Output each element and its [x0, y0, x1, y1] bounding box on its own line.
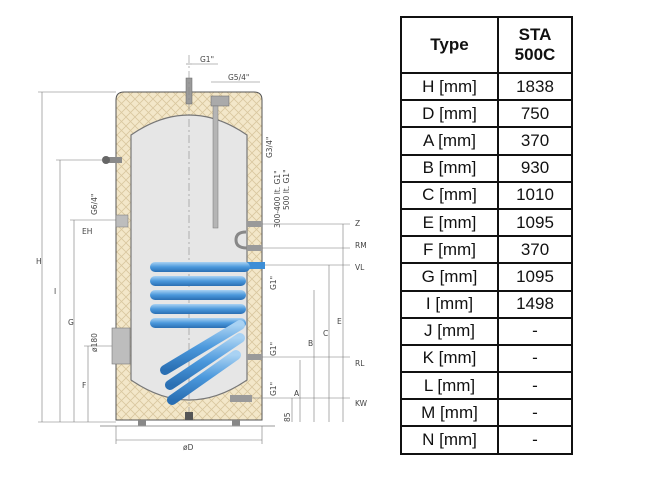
foot-right — [232, 420, 240, 426]
label-85: 85 — [283, 412, 292, 422]
label-g1-rl: G1" — [269, 342, 278, 356]
label-vl: VL — [355, 263, 365, 272]
anode-rod — [212, 105, 219, 229]
label-h: H — [36, 257, 42, 266]
row-value: 1095 — [497, 207, 573, 238]
socket-rm — [247, 245, 262, 251]
table-row: N [mm]- — [400, 425, 573, 455]
row-value: - — [497, 371, 573, 401]
label-a: A — [294, 389, 300, 398]
thermometer-knob — [102, 156, 110, 164]
table-row: A [mm]370 — [400, 126, 573, 156]
row-label: F [mm] — [400, 235, 499, 265]
row-value: - — [497, 343, 573, 374]
row-value: 930 — [497, 153, 573, 183]
top-pipe-g54 — [210, 95, 230, 107]
label-c: C — [323, 329, 328, 338]
label-e: E — [337, 317, 342, 326]
row-label: H [mm] — [400, 71, 499, 102]
table-row: E [mm]1095 — [400, 207, 573, 238]
table-row: I [mm]1498 — [400, 289, 573, 319]
heat-exchanger-coil — [150, 262, 250, 405]
header-model-line2: 500C — [514, 45, 556, 64]
table-row: F [mm]370 — [400, 235, 573, 265]
socket-z — [247, 221, 262, 227]
header-model: STA 500C — [497, 16, 573, 74]
label-od: øD — [183, 443, 194, 452]
label-eh: EH — [82, 227, 92, 236]
row-label: A [mm] — [400, 126, 499, 156]
table-row: C [mm]1010 — [400, 180, 573, 210]
row-label: E [mm] — [400, 207, 499, 238]
row-value: 1498 — [497, 289, 573, 319]
recirculation-hook — [234, 230, 248, 250]
label-g34-note: 300-400 lt. G1" — [273, 170, 282, 228]
row-label: I [mm] — [400, 289, 499, 319]
socket-kw — [230, 395, 252, 402]
table-header-row: Type STA 500C — [400, 16, 573, 74]
label-g34-note2: 500 lt. G1" — [282, 169, 291, 210]
table-row: M [mm]- — [400, 398, 573, 428]
label-kw: KW — [355, 399, 368, 408]
label-phi180: ø180 — [90, 333, 99, 352]
label-i: I — [54, 287, 56, 296]
row-label: G [mm] — [400, 262, 499, 292]
row-value: 1838 — [497, 71, 573, 102]
row-label: M [mm] — [400, 398, 499, 428]
table-row: B [mm]930 — [400, 153, 573, 183]
row-value: - — [497, 398, 573, 428]
label-g64: G6/4" — [90, 194, 99, 215]
row-label: J [mm] — [400, 316, 499, 346]
row-label: L [mm] — [400, 371, 499, 401]
row-value: 1095 — [497, 262, 573, 292]
table-row: H [mm]1838 — [400, 71, 573, 102]
header-model-line1: STA — [518, 25, 552, 44]
row-label: K [mm] — [400, 343, 499, 374]
label-g34: G3/4" — [265, 137, 274, 158]
table-row: D [mm]750 — [400, 99, 573, 129]
header-type: Type — [400, 16, 499, 74]
table-row: K [mm]- — [400, 343, 573, 374]
row-label: C [mm] — [400, 180, 499, 210]
row-value: 370 — [497, 235, 573, 265]
label-g54: G5/4" — [228, 73, 249, 82]
label-rm: RM — [355, 241, 367, 250]
label-g1-top: G1" — [200, 55, 214, 64]
table-row: L [mm]- — [400, 371, 573, 401]
row-value: 370 — [497, 126, 573, 156]
row-value: 750 — [497, 99, 573, 129]
row-label: N [mm] — [400, 425, 499, 455]
row-label: B [mm] — [400, 153, 499, 183]
thermometer-socket — [104, 157, 122, 163]
row-label: D [mm] — [400, 99, 499, 129]
table-row: G [mm]1095 — [400, 262, 573, 292]
table-row: J [mm]- — [400, 316, 573, 346]
socket-rl — [247, 354, 262, 360]
label-g1-kw: G1" — [269, 382, 278, 396]
socket-vl — [247, 262, 265, 269]
label-g1-vl: G1" — [269, 276, 278, 290]
row-value: 1010 — [497, 180, 573, 210]
label-b: B — [308, 339, 313, 348]
label-rl: RL — [355, 359, 365, 368]
label-g: G — [68, 318, 74, 327]
label-f: F — [82, 381, 86, 390]
tank-diagram: G1" G5/4" G3/4" 300-400 lt. G1" 500 lt. … — [36, 55, 368, 452]
row-value: - — [497, 425, 573, 455]
socket-flange — [111, 327, 131, 365]
socket-eh — [115, 214, 129, 228]
label-z: Z — [355, 219, 360, 228]
foot-left — [138, 420, 146, 426]
row-value: - — [497, 316, 573, 346]
bottom-drain — [185, 412, 193, 420]
